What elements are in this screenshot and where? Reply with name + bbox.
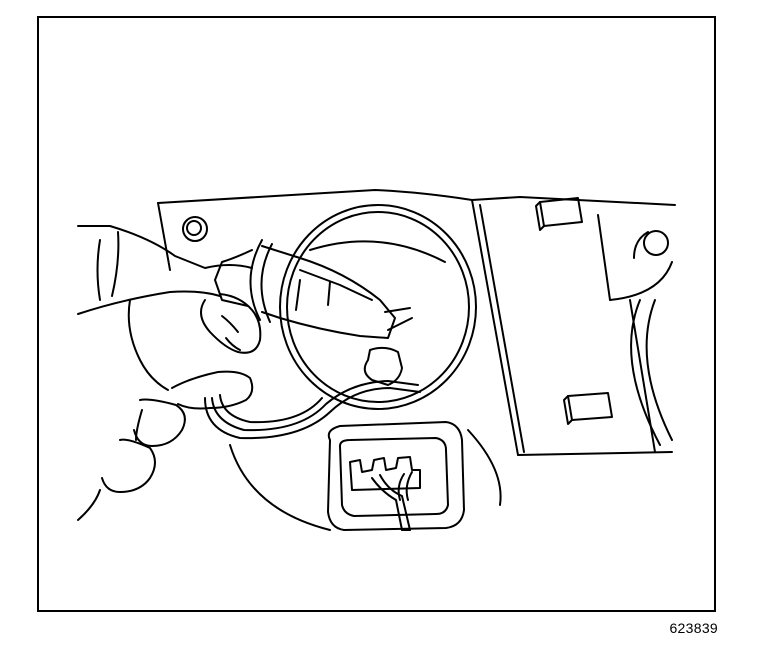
- headlamp-bulb: [214, 239, 413, 339]
- technician-hand: [77, 225, 262, 521]
- retaining-clip-upper: [535, 197, 583, 231]
- mounting-screw-right: [633, 230, 669, 259]
- figure-frame: [37, 16, 716, 612]
- electrical-connector: [327, 421, 465, 531]
- retaining-clip-lower: [563, 392, 613, 425]
- lamp-housing-panel: [157, 189, 676, 456]
- figure-number: 623839: [669, 620, 718, 636]
- bulb-socket-opening: [229, 204, 502, 531]
- mounting-screw-left: [182, 216, 208, 242]
